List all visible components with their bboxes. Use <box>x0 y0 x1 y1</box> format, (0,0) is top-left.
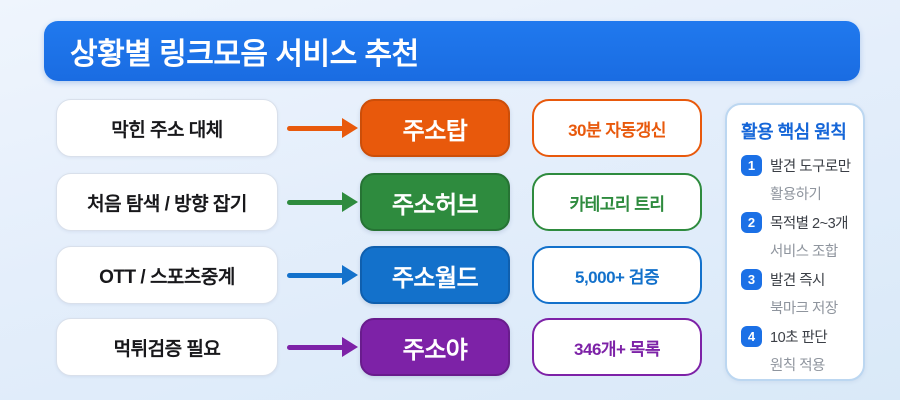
principle-line1: 발견 즉시 <box>770 273 825 289</box>
situation-label-box: OTT / 스포츠중계 <box>56 246 278 304</box>
service-name: 주소월드 <box>391 264 479 292</box>
feature-badge: 카테고리 트리 <box>532 173 702 231</box>
service-name: 주소탑 <box>402 117 468 145</box>
arrow-head <box>342 265 358 285</box>
principles-panel: 활용 핵심 원칙 1 발견 도구로만 활용하기 2 목적별 2~3개 서비스 조… <box>725 103 865 381</box>
situation-label: 처음 탐색 / 방향 잡기 <box>87 193 247 215</box>
principle-line1: 발견 도구로만 <box>770 159 851 175</box>
flow-row-jusoworld: OTT / 스포츠중계 주소월드 5,000+ 검증 <box>0 246 900 304</box>
situation-label: 먹튀검증 필요 <box>113 338 221 360</box>
service-button-jusoya[interactable]: 주소야 <box>360 318 510 376</box>
feature-badge: 30분 자동갱신 <box>532 99 702 157</box>
service-button-jusotop[interactable]: 주소탑 <box>360 99 510 157</box>
panel-title: 활용 핵심 원칙 <box>741 122 847 142</box>
principle-line1: 10초 판단 <box>770 330 828 346</box>
principle-line2: 서비스 조합 <box>770 244 838 260</box>
principle-line2: 활용하기 <box>770 187 822 203</box>
arrow-line <box>287 199 344 205</box>
arrow-right-icon <box>287 246 358 304</box>
arrow-line <box>287 125 344 131</box>
service-button-jusohub[interactable]: 주소허브 <box>360 173 510 231</box>
number-badge: 2 <box>741 212 762 233</box>
feature-text: 30분 자동갱신 <box>568 120 666 140</box>
principle-item-3: 3 발견 즉시 북마크 저장 <box>741 269 851 318</box>
number-badge: 1 <box>741 155 762 176</box>
situation-label: 막힌 주소 대체 <box>111 119 223 141</box>
service-button-jusoworld[interactable]: 주소월드 <box>360 246 510 304</box>
feature-text: 346개+ 목록 <box>574 339 660 359</box>
header-banner: 상황별 링크모음 서비스 추천 <box>44 21 860 81</box>
flow-row-jusohub: 처음 탐색 / 방향 잡기 주소허브 카테고리 트리 <box>0 173 900 231</box>
situation-label-box: 처음 탐색 / 방향 잡기 <box>56 173 278 231</box>
principle-line1: 목적별 2~3개 <box>770 216 848 232</box>
principle-item-1: 1 발견 도구로만 활용하기 <box>741 155 851 204</box>
principle-item-2: 2 목적별 2~3개 서비스 조합 <box>741 212 851 261</box>
arrow-line <box>287 272 344 278</box>
number-badge: 4 <box>741 326 762 347</box>
flow-row-jusoya: 먹튀검증 필요 주소야 346개+ 목록 <box>0 318 900 376</box>
arrow-head <box>342 337 358 357</box>
feature-text: 카테고리 트리 <box>569 194 665 214</box>
service-name: 주소허브 <box>391 191 479 219</box>
situation-label-box: 막힌 주소 대체 <box>56 99 278 157</box>
principle-item-4: 4 10초 판단 원칙 적용 <box>741 326 851 375</box>
feature-text: 5,000+ 검증 <box>575 267 659 287</box>
situation-label-box: 먹튀검증 필요 <box>56 318 278 376</box>
feature-badge: 346개+ 목록 <box>532 318 702 376</box>
arrow-right-icon <box>287 99 358 157</box>
flow-row-jusotop: 막힌 주소 대체 주소탑 30분 자동갱신 <box>0 99 900 157</box>
arrow-head <box>342 192 358 212</box>
principle-line2: 원칙 적용 <box>770 358 825 374</box>
arrow-line <box>287 344 344 350</box>
feature-badge: 5,000+ 검증 <box>532 246 702 304</box>
situation-label: OTT / 스포츠중계 <box>99 266 235 288</box>
arrow-right-icon <box>287 318 358 376</box>
service-name: 주소야 <box>402 336 468 364</box>
number-badge: 3 <box>741 269 762 290</box>
arrow-head <box>342 118 358 138</box>
principle-line2: 북마크 저장 <box>770 301 838 317</box>
arrow-right-icon <box>287 173 358 231</box>
page-title: 상황별 링크모음 서비스 추천 <box>70 38 419 71</box>
